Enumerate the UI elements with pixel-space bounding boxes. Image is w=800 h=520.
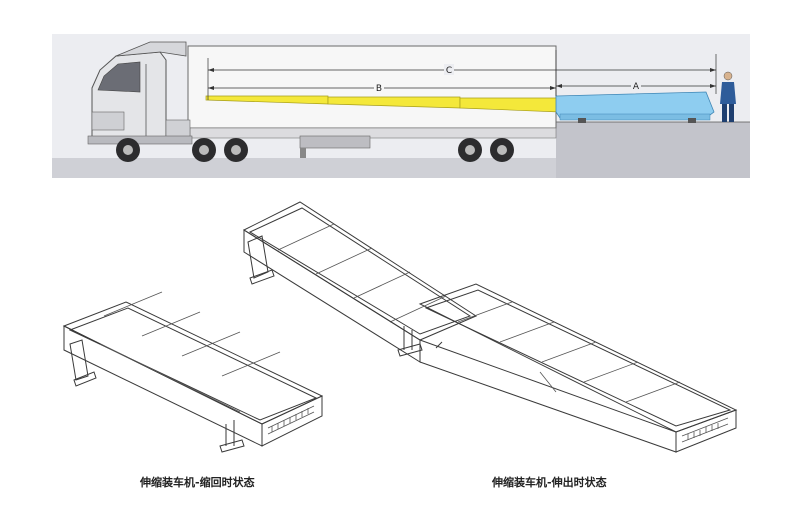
wheels [116,138,514,162]
caption-extended: 伸缩装车机-伸出时状态 [492,476,607,489]
dimension-lines: C B A [207,50,717,100]
dimension-label-a: A [633,82,640,92]
operator-figure [720,71,736,122]
conveyor-extended [242,201,738,453]
dimension-label-b: B [376,84,382,94]
trailer-box [187,45,557,129]
truck-loading-scene: C B A [52,34,750,178]
telescopic-boom [205,91,715,123]
conveyor-retracted [62,291,324,453]
dimension-label-c: C [446,66,452,76]
loading-dock [556,122,750,178]
caption-retracted: 伸缩装车机-缩回时状态 [140,476,255,489]
truck-cab [87,41,193,145]
